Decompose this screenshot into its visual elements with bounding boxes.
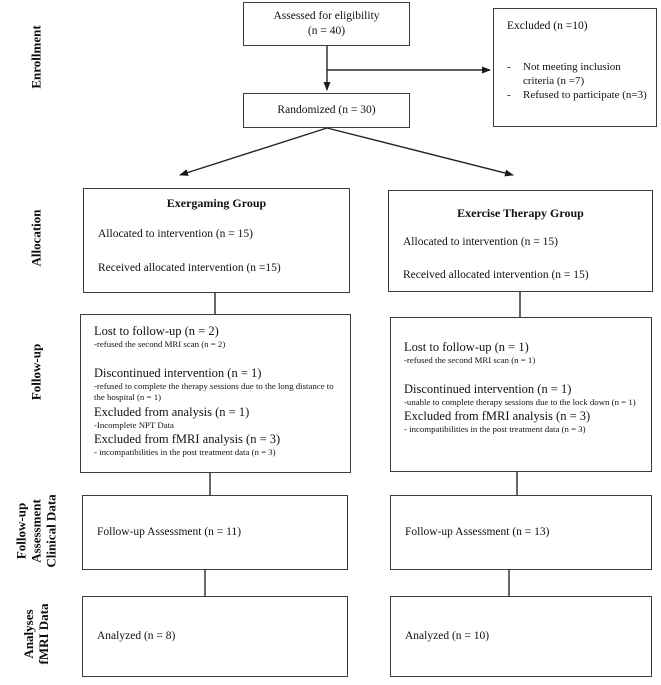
followup-item: Excluded from fMRI analysis (n = 3) - in…	[94, 431, 340, 459]
followup-sub: - incompatibilities in the post treatmen…	[94, 447, 276, 457]
assessment-text: Follow-up Assessment (n = 11)	[97, 526, 242, 538]
followup-main: Discontinued intervention (n = 1)	[404, 381, 572, 396]
box-assessed-eligibility: Assessed for eligibility (n = 40)	[243, 2, 410, 46]
followup-item: Discontinued intervention (n = 1) -refus…	[94, 365, 340, 404]
followup-item: Lost to follow-up (n = 2) -refused the s…	[94, 323, 340, 351]
exercise-therapy-group-title: Exercise Therapy Group	[457, 206, 584, 220]
followup-item: Discontinued intervention (n = 1) -unabl…	[404, 381, 641, 409]
allocated-line: Allocated to intervention (n = 15)	[403, 236, 558, 248]
excluded-bullet: - Refused to participate (n=3)	[507, 88, 652, 102]
assessed-line2: (n = 40)	[307, 25, 346, 37]
assessment-text: Follow-up Assessment (n = 13)	[405, 526, 550, 538]
stage-label-line: fMRI Data	[36, 603, 51, 665]
excluded-title: Excluded (n =10)	[507, 20, 588, 32]
box-followup-assessment-exercise-therapy: Follow-up Assessment (n = 13)	[390, 495, 652, 570]
box-exergaming-followup: Lost to follow-up (n = 2) -refused the s…	[80, 314, 351, 473]
followup-main: Discontinued intervention (n = 1)	[94, 365, 262, 380]
stage-label-allocation: Allocation	[28, 209, 44, 267]
stage-label-line: Clinical Data	[43, 494, 59, 568]
stage-label-enrollment: Enrollment	[28, 25, 44, 89]
box-exercise-therapy-allocation: Exercise Therapy Group Allocated to inte…	[388, 190, 653, 292]
box-exercise-therapy-followup: Lost to follow-up (n = 1) -refused the s…	[390, 317, 652, 472]
bullet-dash: -	[507, 89, 511, 101]
box-exergaming-allocation: Exergaming Group Allocated to interventi…	[83, 188, 350, 293]
followup-main: Lost to follow-up (n = 1)	[404, 340, 529, 354]
stage-label-line: Analyses	[21, 609, 36, 659]
box-analyzed-exergaming: Analyzed (n = 8)	[82, 596, 348, 677]
followup-main: Excluded from fMRI analysis (n = 3)	[94, 432, 281, 446]
followup-sub: - incompatibilities in the post treatmen…	[404, 424, 586, 434]
randomized-text: Randomized (n = 30)	[277, 104, 376, 116]
stage-label-analyses: Analyses fMRI Data	[21, 603, 51, 664]
stage-label-line: Follow-up	[13, 502, 29, 560]
followup-sub: -Incomplete NPT Data	[94, 419, 174, 430]
followup-item: Excluded from analysis (n = 1) -Incomple…	[94, 404, 340, 432]
followup-sub: -refused the second MRI scan (n = 1)	[404, 355, 536, 365]
assessed-line1: Assessed for eligibility	[273, 10, 380, 22]
box-randomized: Randomized (n = 30)	[243, 93, 410, 128]
box-followup-assessment-exergaming: Follow-up Assessment (n = 11)	[82, 495, 348, 570]
analyzed-text: Analyzed (n = 8)	[97, 630, 176, 642]
received-line: Received allocated intervention (n = 15)	[403, 269, 589, 281]
excluded-bullet: - Not meeting inclusion criteria (n =7)	[507, 60, 652, 88]
followup-sub: -unable to complete therapy sessions due…	[404, 396, 636, 407]
followup-item: Lost to follow-up (n = 1) -refused the s…	[404, 339, 641, 367]
analyzed-text: Analyzed (n = 10)	[405, 630, 490, 642]
box-excluded: Excluded (n =10) - Not meeting inclusion…	[493, 8, 657, 127]
stage-label-line: Assessment	[28, 499, 44, 563]
box-analyzed-exercise-therapy: Analyzed (n = 10)	[390, 596, 652, 677]
followup-main: Excluded from analysis (n = 1)	[94, 404, 250, 419]
bullet-text: Not meeting inclusion criteria (n =7)	[523, 61, 621, 87]
followup-sub: -refused the second MRI scan (n = 2)	[94, 339, 226, 349]
stage-label-followup-assessment: Follow-up Assessment Clinical Data	[14, 494, 59, 567]
followup-main: Lost to follow-up (n = 2)	[94, 324, 219, 338]
received-line: Received allocated intervention (n =15)	[98, 262, 281, 274]
exergaming-group-title: Exergaming Group	[166, 196, 267, 210]
followup-main: Excluded from fMRI analysis (n = 3)	[404, 409, 591, 423]
followup-sub: -refused to complete the therapy session…	[94, 380, 334, 403]
allocated-line: Allocated to intervention (n = 15)	[98, 228, 253, 240]
excluded-bullet-list: - Not meeting inclusion criteria (n =7) …	[494, 60, 656, 102]
bullet-dash: -	[507, 61, 511, 73]
bullet-text: Refused to participate (n=3)	[523, 89, 647, 101]
followup-item: Excluded from fMRI analysis (n = 3) - in…	[404, 408, 641, 436]
stage-label-followup: Follow-up	[28, 343, 44, 401]
